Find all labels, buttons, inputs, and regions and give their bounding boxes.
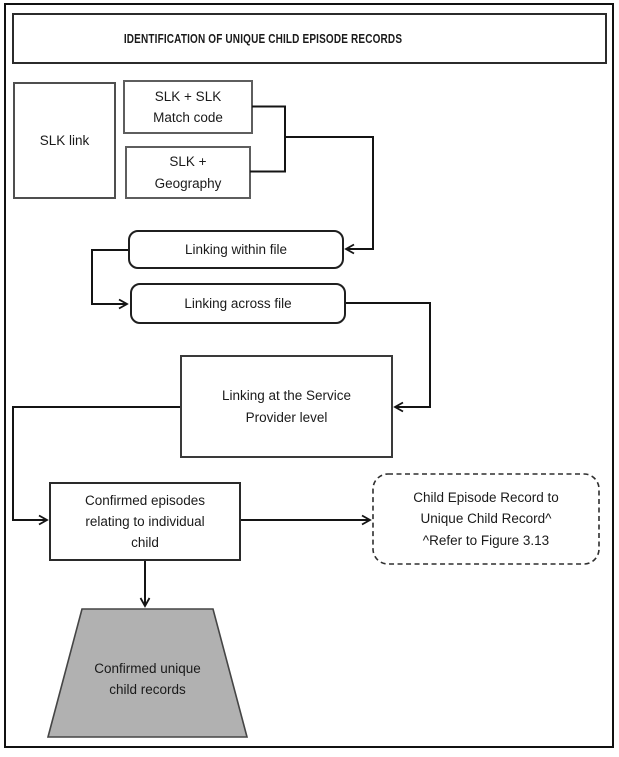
node-child-episode-note: Child Episode Record to Unique Child Rec… (373, 474, 599, 564)
node-slk-match-code: SLK + SLK Match code (123, 80, 253, 134)
diagram-title: IDENTIFICATION OF UNIQUE CHILD EPISODE R… (123, 31, 403, 46)
node-service-provider-linking: Linking at the Service Provider level (180, 355, 393, 458)
node-slk-match-code-label: SLK + SLK Match code (153, 88, 223, 125)
node-confirmed-episodes: Confirmed episodes relating to individua… (49, 482, 241, 561)
node-linking-within-file-label: Linking within file (184, 241, 288, 257)
page-border (4, 3, 614, 748)
dashed-note-outline (372, 473, 600, 565)
node-slk-geography: SLK + Geography (125, 146, 251, 199)
node-confirmed-episodes-label: Confirmed episodes relating to individua… (84, 492, 206, 551)
node-slk-link: SLK link (13, 82, 116, 199)
trapezoid-confirmed-unique (46, 608, 249, 738)
node-slk-geography-label: SLK + Geography (154, 154, 222, 191)
node-confirmed-unique-records-label: Confirmed unique child records (94, 660, 201, 697)
node-linking-across-file-label: Linking across file (184, 295, 292, 311)
node-confirmed-unique-records: Confirmed unique child records (48, 609, 247, 737)
node-linking-within-file: Linking within file (128, 230, 344, 269)
node-slk-link-label: SLK link (39, 132, 90, 148)
node-child-episode-note-label: Child Episode Record to Unique Child Rec… (413, 490, 559, 548)
node-linking-across-file: Linking across file (130, 283, 346, 324)
title-box: IDENTIFICATION OF UNIQUE CHILD EPISODE R… (12, 13, 607, 64)
node-service-provider-linking-label: Linking at the Service Provider level (221, 388, 352, 425)
